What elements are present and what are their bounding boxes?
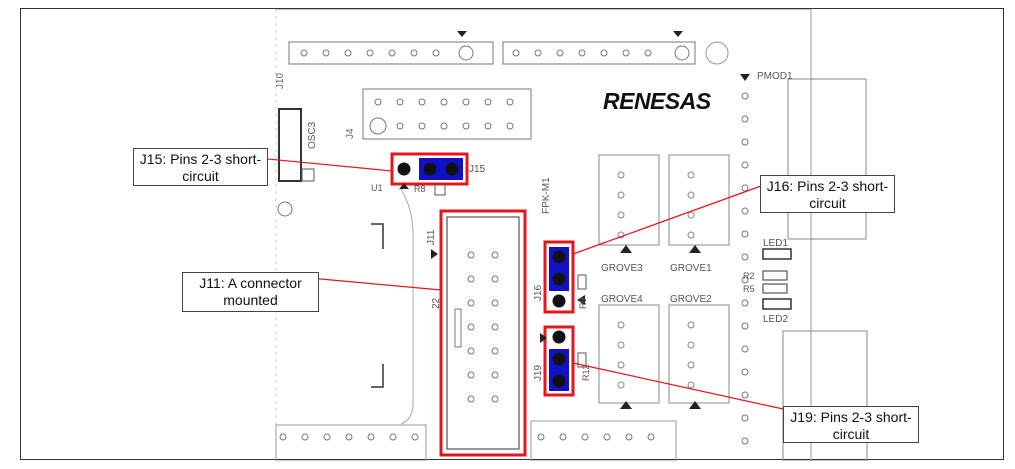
led1-part (762, 248, 792, 260)
j11-pins (467, 251, 499, 403)
header-strip-bottom-left (275, 424, 427, 461)
board-diagram: J10 J4 OSC3 RENESAS PMOD1 (246, 9, 868, 461)
label-r12: R12 (581, 364, 591, 381)
header-j4-pins (369, 98, 514, 135)
grove1-connector (668, 154, 730, 246)
label-grove4: GROVE4 (601, 294, 643, 305)
r12-part (577, 352, 587, 368)
j16-pin3 (552, 294, 566, 308)
header-strip-top-left (288, 41, 494, 65)
corner-mark-1 (371, 223, 384, 249)
grove3-connector (598, 154, 660, 246)
label-r2: R2 (743, 271, 755, 281)
j16-marker (577, 295, 585, 305)
header-strip-top-right (502, 41, 696, 65)
label-u1: U1 (371, 183, 383, 193)
trace-curve (400, 188, 414, 425)
grove3-marker (620, 245, 632, 253)
pad-circle-left (277, 201, 293, 217)
diagram-frame: J10 J4 OSC3 RENESAS PMOD1 (20, 8, 1004, 461)
label-j4: J4 (345, 128, 356, 139)
j19-pin1 (552, 330, 566, 344)
header-pins-top-left (300, 45, 474, 61)
label-j15: J15 (469, 164, 486, 175)
led2-part (762, 298, 792, 310)
j15-pin3 (445, 162, 459, 176)
bottom-pins (279, 433, 655, 441)
callout-j15: J15: Pins 2-3 short-circuit (133, 148, 268, 186)
j11-key (454, 308, 462, 348)
header-pins-top-right (512, 45, 690, 61)
grove4-connector (598, 304, 660, 404)
header-strip-bottom-mid (530, 420, 677, 461)
label-led1: LED1 (763, 238, 788, 249)
label-j10: J10 (275, 72, 286, 89)
small-part-left (301, 168, 315, 182)
label-j19: J19 (533, 364, 544, 381)
leader-j16 (572, 185, 762, 255)
pmod-connector (787, 78, 867, 240)
pmod-marker (740, 74, 750, 81)
j16-highlight (543, 240, 575, 314)
grove2-marker (689, 401, 701, 409)
mount-hole-top (705, 41, 729, 65)
grove4-marker (620, 401, 632, 409)
renesas-logo: RENESAS (603, 88, 712, 114)
j19-pin2 (552, 352, 566, 366)
j11-highlight (439, 209, 527, 457)
label-grove3: GROVE3 (601, 263, 643, 274)
leader-j15 (246, 156, 393, 172)
j16-pin1 (552, 250, 566, 264)
board-outline (276, 9, 812, 461)
grove2-connector (668, 304, 730, 404)
grove1-marker (689, 245, 701, 253)
osc-part (278, 108, 302, 182)
header-j4 (362, 88, 532, 140)
label-pin22: 22 (431, 297, 442, 309)
j11-marker (431, 249, 438, 259)
label-pmod: PMOD1 (757, 71, 793, 82)
pin1-marker-top (457, 31, 467, 37)
leader-j11 (298, 276, 442, 291)
callout-j16: J16: Pins 2-3 short-circuit (760, 175, 895, 213)
label-j11: J11 (426, 229, 437, 245)
pmod-pins (741, 92, 749, 445)
lower-right-connector (782, 330, 868, 461)
j15-marker (399, 183, 409, 189)
r8-part (434, 184, 446, 196)
label-grove2: GROVE2 (670, 294, 712, 305)
corner-mark-2 (371, 364, 384, 388)
r2-part (762, 270, 788, 281)
callout-j11: J11: A connector mounted (182, 272, 319, 312)
j19-highlight (543, 325, 575, 397)
j19-marker (540, 333, 547, 343)
label-osc: OSC3 (307, 121, 318, 149)
r9-part (577, 274, 587, 290)
r5-part (762, 283, 788, 294)
pin1-marker-top2 (673, 31, 683, 37)
j15-pin1 (397, 162, 411, 176)
label-fpk: FPK-M1 (541, 177, 552, 214)
label-grove1: GROVE1 (670, 263, 712, 274)
leader-j19 (572, 362, 784, 410)
label-led2: LED2 (763, 314, 788, 325)
label-j16: J16 (533, 284, 544, 301)
label-r5: R5 (743, 284, 755, 294)
grove-pins (617, 171, 695, 389)
j19-pin3 (552, 374, 566, 388)
j16-pin2 (552, 272, 566, 286)
callout-j19: J19: Pins 2-3 short-circuit (783, 406, 919, 443)
j15-pin2 (423, 162, 437, 176)
label-r8: R8 (414, 184, 426, 194)
label-r9: R9 (578, 297, 588, 309)
j11-connector (446, 216, 520, 450)
j15-highlight (390, 152, 469, 186)
